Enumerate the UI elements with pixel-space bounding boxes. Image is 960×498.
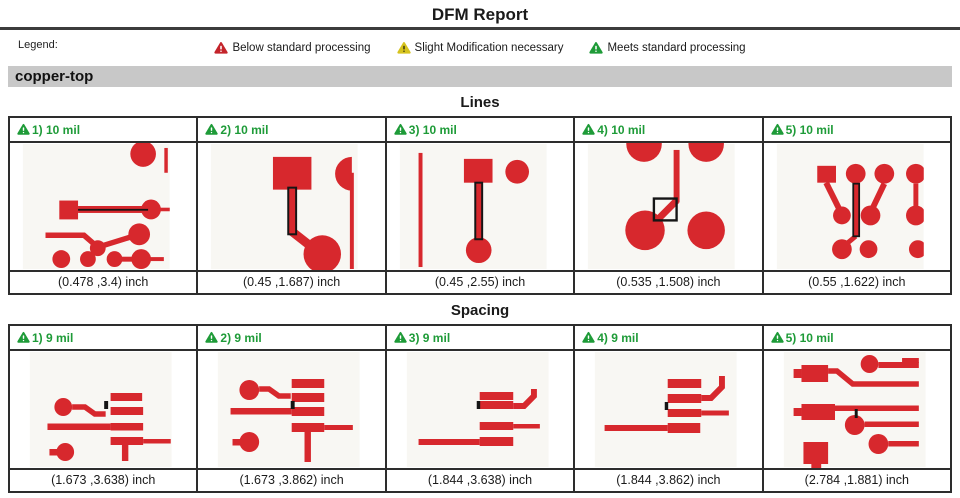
pcb-image-spacing-4: [575, 351, 762, 468]
spacing-panel-1: 1) 9 mil: [10, 326, 197, 491]
meets-standard-icon: [770, 123, 784, 135]
legend-item-label: Slight Modification necessary: [414, 42, 564, 54]
pcb-image-lines-4: [575, 143, 762, 270]
legend-item-below-standard: Below standard processing: [214, 41, 371, 55]
pcb-image-spacing-3: [386, 351, 574, 468]
legend-item-label: Below standard processing: [232, 42, 371, 54]
meets-standard-icon: [17, 331, 30, 343]
panel-header: 3) 10 mil: [386, 118, 574, 143]
lines-panel-3: 3) 10 mil (0.45 ,2.55) inch: [386, 118, 574, 293]
panel-coordinates: (1.844 ,3.862) inch: [575, 470, 762, 491]
pcb-preview: [575, 351, 762, 470]
warning-triangle-red-icon: [214, 42, 229, 54]
pcb-preview: [198, 351, 385, 470]
panel-header: 1) 10 mil: [10, 118, 197, 143]
panel-coordinates: (0.45 ,2.55) inch: [386, 272, 574, 293]
legend: Legend: Below standard processing Slight…: [0, 30, 960, 66]
meets-standard-icon: [582, 331, 595, 343]
page-title: DFM Report: [431, 5, 529, 24]
title-divider: [0, 27, 960, 30]
spacing-panel-5: 5) 10 mil: [763, 326, 950, 491]
meets-standard-icon: [394, 331, 407, 343]
pcb-image-spacing-1: [10, 351, 197, 468]
panel-header: 2) 9 mil: [198, 326, 385, 351]
pcb-image-lines-5: [763, 143, 950, 270]
spacing-table: 1) 9 mil: [8, 324, 952, 493]
panel-coordinates: (2.784 ,1.881) inch: [763, 470, 950, 491]
panel-label: 5) 10 mil: [785, 122, 834, 137]
panel-header: 2) 10 mil: [198, 118, 385, 143]
panel-label: 3) 10 mil: [408, 122, 457, 137]
panel-label: 4) 9 mil: [597, 330, 639, 345]
section-title-spacing: Spacing: [450, 302, 510, 319]
panel-label: 1) 9 mil: [32, 330, 74, 345]
pcb-image-spacing-5: [763, 351, 950, 468]
pcb-image-lines-2: [198, 143, 385, 270]
pcb-preview: [386, 351, 574, 470]
lines-panel-1: 1) 10 mil: [10, 118, 197, 293]
meets-standard-icon: [205, 123, 219, 135]
meets-standard-icon: [205, 331, 219, 343]
panel-label: 2) 9 mil: [220, 330, 262, 345]
legend-item-label: Meets standard processing: [607, 42, 746, 54]
meets-standard-icon: [394, 123, 407, 135]
pcb-preview: [763, 143, 950, 272]
pcb-image-lines-3: [386, 143, 574, 270]
panel-header: 4) 10 mil: [575, 118, 762, 143]
panel-label: 4) 10 mil: [597, 122, 646, 137]
panel-header: 5) 10 mil: [763, 326, 950, 351]
pcb-preview: [10, 351, 197, 470]
pcb-image-lines-1: [10, 143, 197, 270]
pcb-preview: [386, 143, 574, 272]
panel-label: 1) 10 mil: [32, 122, 81, 137]
lines-panel-2: 2) 10 mil (0.45 ,1.687) inch: [198, 118, 385, 293]
panel-coordinates: (1.844 ,3.638) inch: [386, 470, 574, 491]
layer-header: copper-top: [8, 66, 952, 87]
warning-triangle-green-icon: [589, 42, 604, 54]
panel-coordinates: (0.478 ,3.4) inch: [10, 272, 197, 293]
warning-triangle-yellow-icon: [396, 42, 411, 54]
meets-standard-icon: [582, 123, 595, 135]
spacing-panel-3: 3) 9 mil (1.844 ,3.638) inch: [386, 326, 574, 491]
panel-header: 1) 9 mil: [10, 326, 197, 351]
panel-coordinates: (0.45 ,1.687) inch: [198, 272, 385, 293]
panel-label: 3) 9 mil: [408, 330, 451, 345]
spacing-panel-2: 2) 9 mil: [198, 326, 385, 491]
panel-coordinates: (1.673 ,3.862) inch: [198, 470, 385, 491]
section-title-lines: Lines: [460, 94, 500, 111]
panel-label: 5) 10 mil: [785, 330, 834, 345]
pcb-image-spacing-2: [198, 351, 385, 468]
panel-coordinates: (0.55 ,1.622) inch: [763, 272, 950, 293]
panel-label: 2) 10 mil: [220, 122, 269, 137]
panel-header: 5) 10 mil: [763, 118, 950, 143]
legend-item-meets-standard: Meets standard processing: [589, 41, 746, 55]
meets-standard-icon: [770, 331, 784, 343]
panel-coordinates: (1.673 ,3.638) inch: [10, 470, 197, 491]
spacing-panel-4: 4) 9 mil (1.844 ,3.862) inch: [575, 326, 762, 491]
lines-table: 1) 10 mil: [8, 116, 952, 295]
lines-panel-5: 5) 10 mil: [763, 118, 950, 293]
pcb-preview: [575, 143, 762, 272]
pcb-preview: [10, 143, 197, 272]
panel-header: 4) 9 mil: [575, 326, 762, 351]
legend-item-slight-modification: Slight Modification necessary: [396, 41, 564, 55]
legend-label: Legend:: [18, 39, 58, 51]
meets-standard-icon: [17, 123, 30, 135]
panel-coordinates: (0.535 ,1.508) inch: [575, 272, 762, 293]
panel-header: 3) 9 mil: [386, 326, 574, 351]
lines-panel-4: 4) 10 mil (0.535 ,1.508) inch: [575, 118, 762, 293]
pcb-preview: [198, 143, 385, 272]
pcb-preview: [763, 351, 950, 470]
